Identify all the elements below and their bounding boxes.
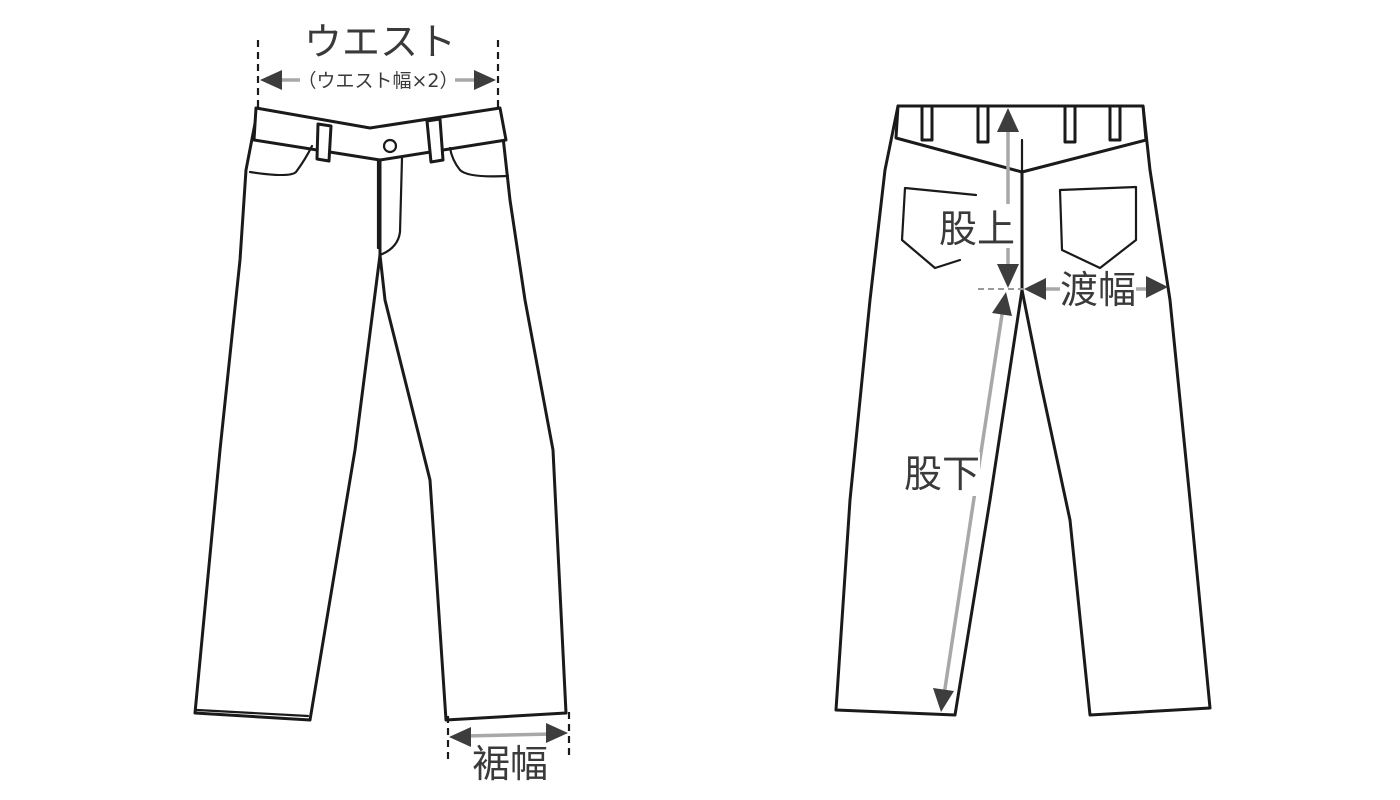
back-belt-loop-1 xyxy=(920,104,934,142)
rise-measurement: 股上 xyxy=(938,108,1019,288)
inseam-label: 股下 xyxy=(904,452,980,496)
inseam-line xyxy=(942,307,1005,696)
back-pocket-left xyxy=(900,186,978,270)
thigh-width-measurement: 渡幅 xyxy=(978,268,1168,312)
back-right-leg xyxy=(1020,104,1212,717)
front-fly xyxy=(376,156,404,257)
waist-arrow-right xyxy=(474,70,496,90)
waist-label: ウエスト xyxy=(304,20,456,64)
front-left-leg xyxy=(193,106,382,722)
pants-back-view xyxy=(834,104,1212,717)
waist-measurement: ウエスト （ウエスト幅×2） xyxy=(256,20,500,108)
back-belt-loop-4 xyxy=(1108,104,1122,142)
waist-arrow-left xyxy=(260,70,282,90)
front-pocket-left xyxy=(248,144,314,177)
inseam-label-backing xyxy=(904,452,980,496)
inseam-arrow-bottom xyxy=(933,688,954,712)
rise-label: 股上 xyxy=(939,207,1015,251)
rise-label-backing xyxy=(938,204,1018,248)
front-right-leg xyxy=(378,108,568,722)
back-waistband xyxy=(894,104,1148,174)
front-hem-left xyxy=(195,708,310,718)
thigh-arrow-left xyxy=(1024,278,1046,300)
waist-note-label: （ウエスト幅×2） xyxy=(297,70,458,92)
back-belt-loop-3 xyxy=(1063,104,1077,144)
front-button xyxy=(382,138,398,154)
thigh-arrow-right xyxy=(1146,276,1168,298)
hem-width-label: 裾幅 xyxy=(472,742,548,786)
front-belt-loop-left xyxy=(315,122,333,163)
hem-arrow-right xyxy=(546,723,568,743)
thigh-width-label: 渡幅 xyxy=(1060,268,1136,312)
hem-arrow-left xyxy=(449,727,471,747)
back-pocket-right xyxy=(1058,185,1138,270)
inseam-arrow-top xyxy=(992,292,1012,316)
rise-arrow-top xyxy=(997,108,1019,132)
back-left-leg xyxy=(834,104,1024,717)
front-pocket-right xyxy=(448,146,510,178)
pants-front-view xyxy=(193,106,568,722)
hem-line xyxy=(464,732,553,738)
front-belt-loop-right xyxy=(425,117,445,164)
back-belt-loop-2 xyxy=(976,104,990,144)
hem-width-measurement: 裾幅 xyxy=(446,712,571,786)
inseam-measurement: 股下 xyxy=(904,292,1012,712)
rise-arrow-bottom xyxy=(997,264,1019,288)
